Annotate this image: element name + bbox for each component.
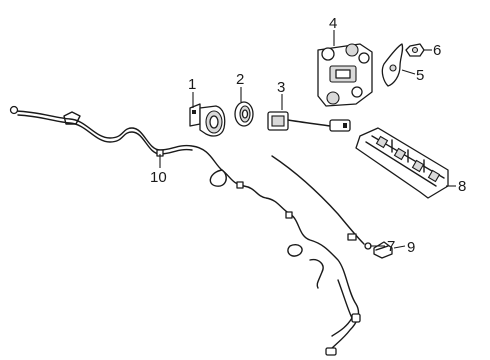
mounting-bracket xyxy=(381,43,404,87)
callout-4: 4 xyxy=(329,15,337,32)
control-module xyxy=(317,43,373,107)
bumper-bracket xyxy=(355,127,449,199)
callout-7: 7 xyxy=(387,238,395,255)
sensor-retainer-ring xyxy=(234,101,254,127)
callout-3: 3 xyxy=(277,79,285,96)
wiring-harness xyxy=(9,105,361,356)
callout-10: 10 xyxy=(150,169,167,186)
parking-sensor xyxy=(189,103,226,137)
callout-2: 2 xyxy=(236,71,244,88)
lead-wire xyxy=(271,155,372,250)
callout-5: 5 xyxy=(416,67,424,84)
sensor-bracket xyxy=(267,111,351,132)
callout-1: 1 xyxy=(188,76,196,93)
push-nut xyxy=(405,43,425,57)
callout-8: 8 xyxy=(458,178,466,195)
callout-9: 9 xyxy=(407,239,415,256)
leader-lines xyxy=(159,30,456,249)
callout-6: 6 xyxy=(433,42,441,59)
